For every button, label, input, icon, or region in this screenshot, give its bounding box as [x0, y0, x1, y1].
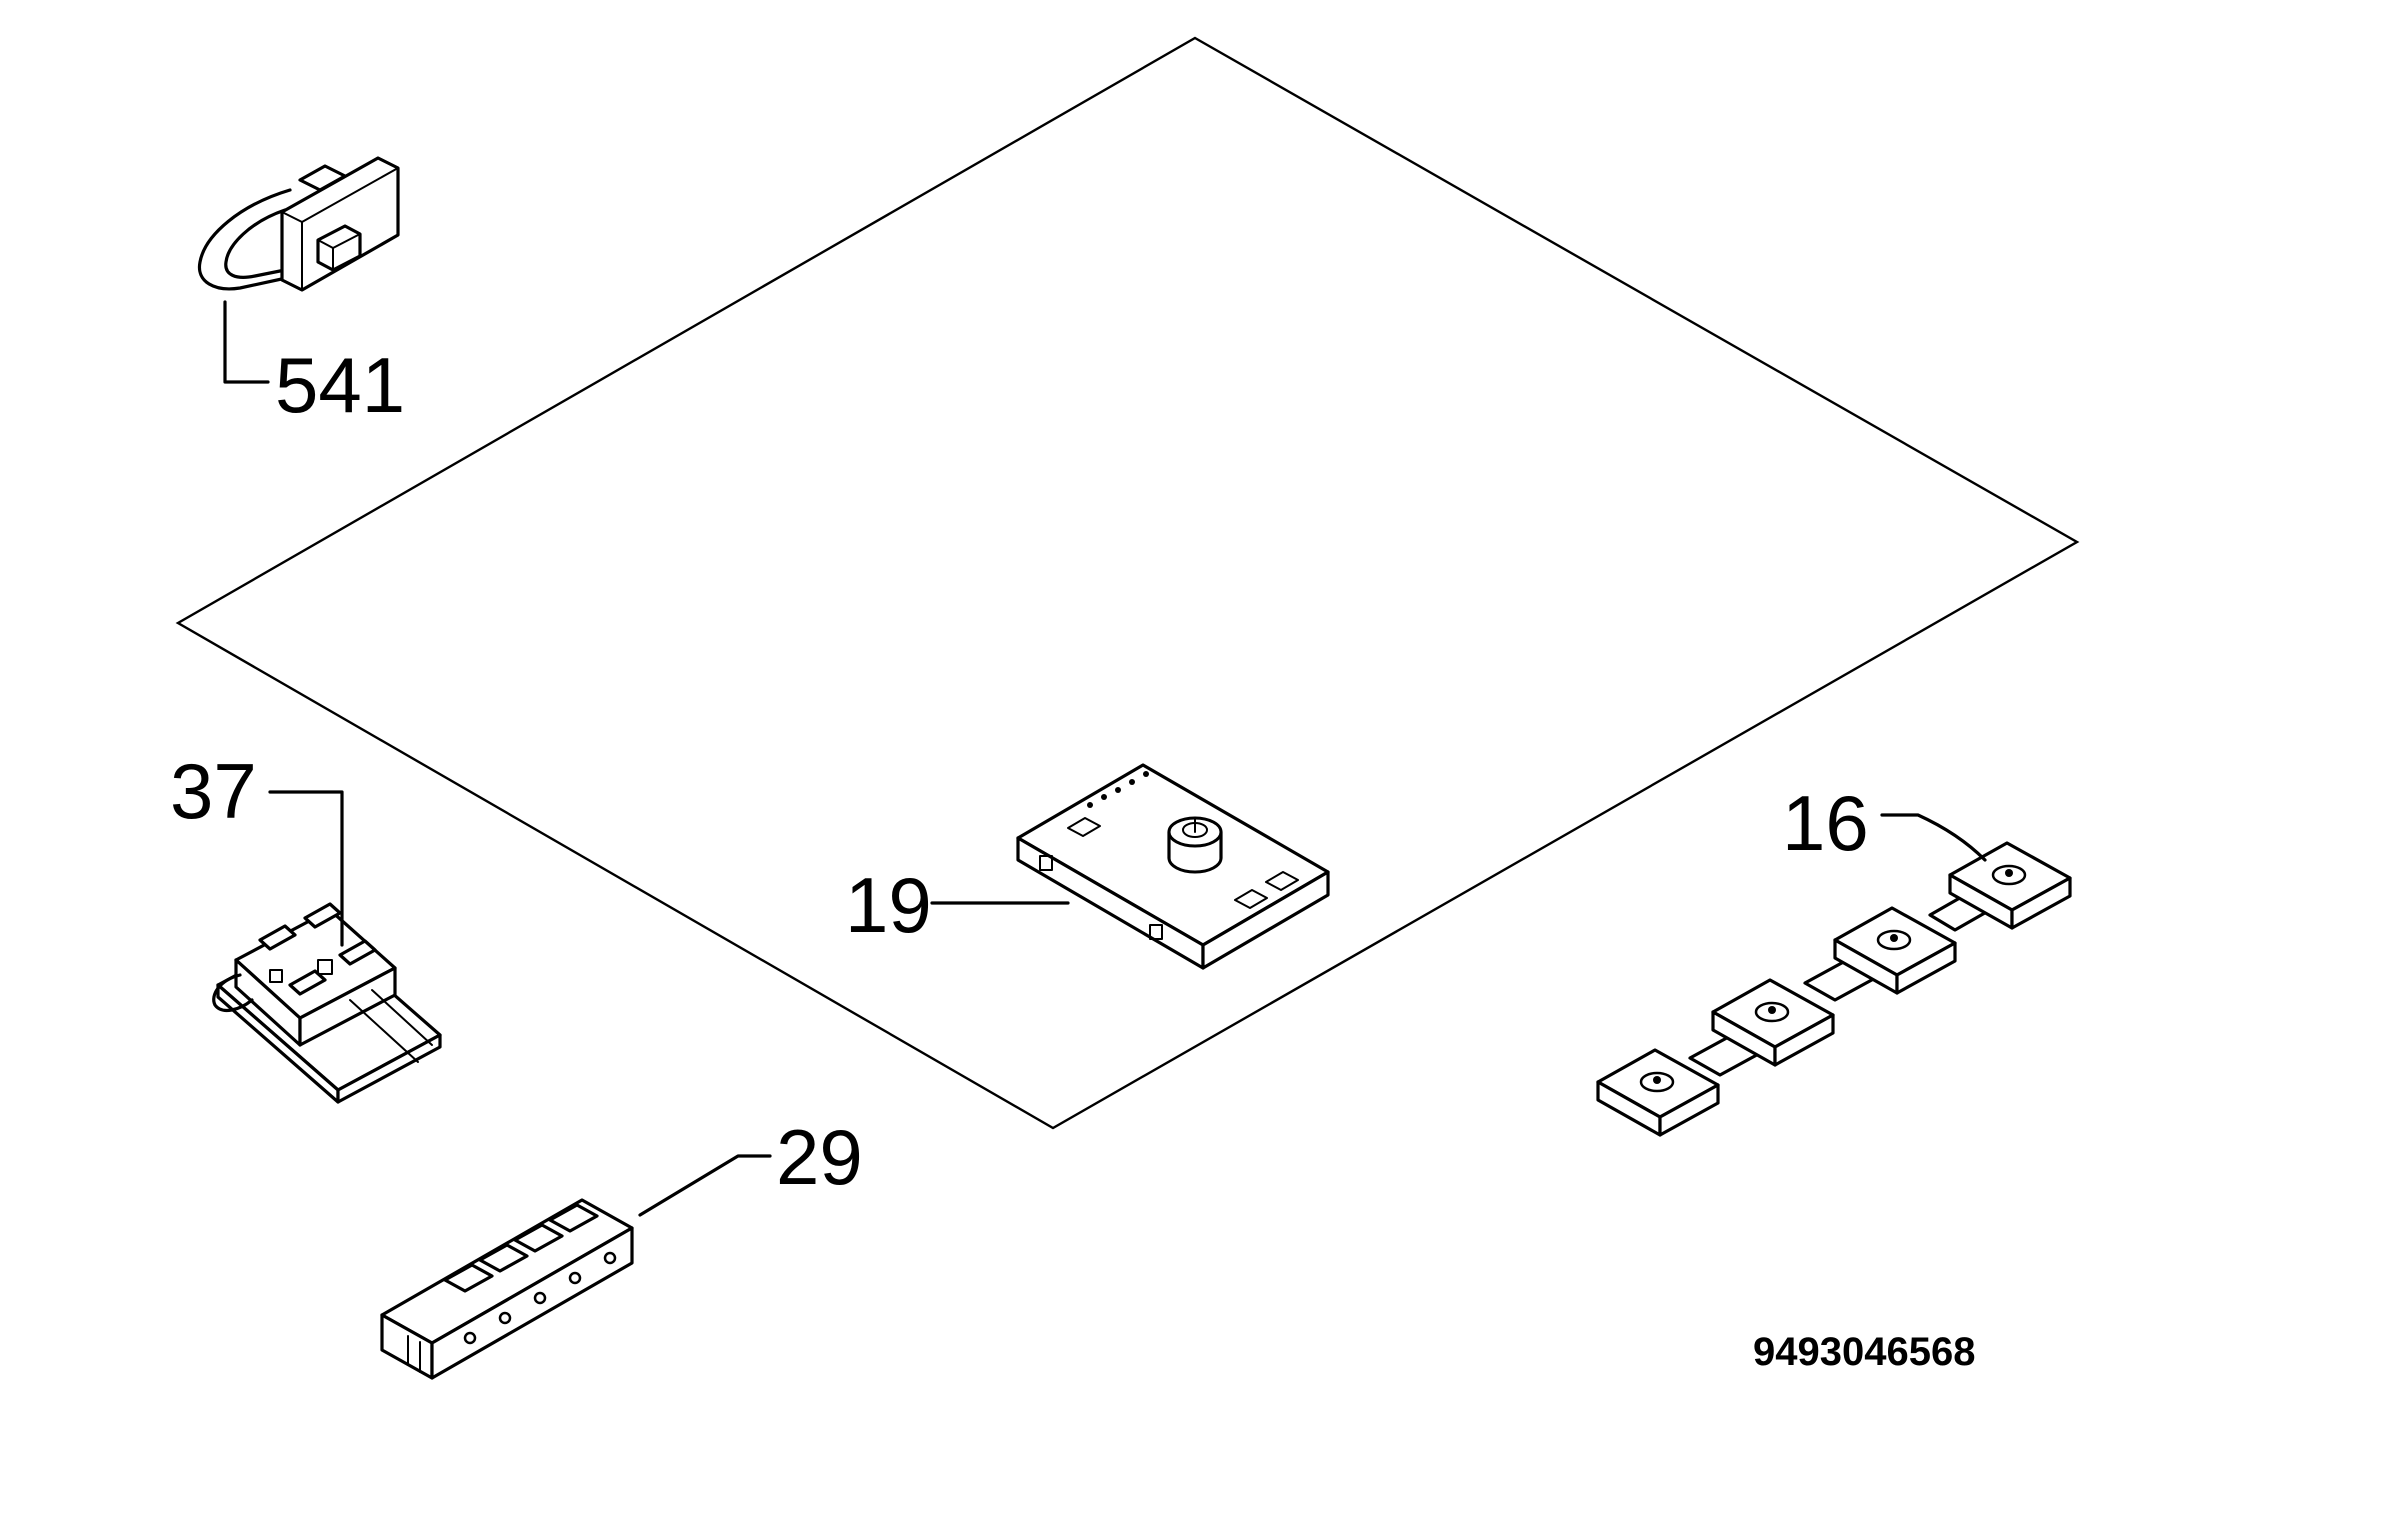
leader-37	[268, 790, 344, 947]
part-541-clip	[197, 156, 400, 384]
diagram-reference-number: 9493046568	[1753, 1330, 1975, 1374]
leader-29	[638, 1154, 772, 1217]
label-19: 19	[845, 861, 932, 949]
leader-541	[223, 300, 270, 384]
label-16: 16	[1782, 779, 1869, 867]
part-16-element-chain	[1596, 813, 2072, 1137]
part-19-control-module	[930, 763, 1330, 970]
part-37-terminal-block	[212, 790, 442, 1104]
label-29: 29	[776, 1113, 863, 1201]
leader-16	[1880, 813, 1987, 862]
panel-outline	[175, 36, 2080, 1130]
part-29-connector-strip	[380, 1154, 772, 1380]
label-541: 541	[275, 341, 405, 429]
label-37: 37	[170, 747, 257, 835]
